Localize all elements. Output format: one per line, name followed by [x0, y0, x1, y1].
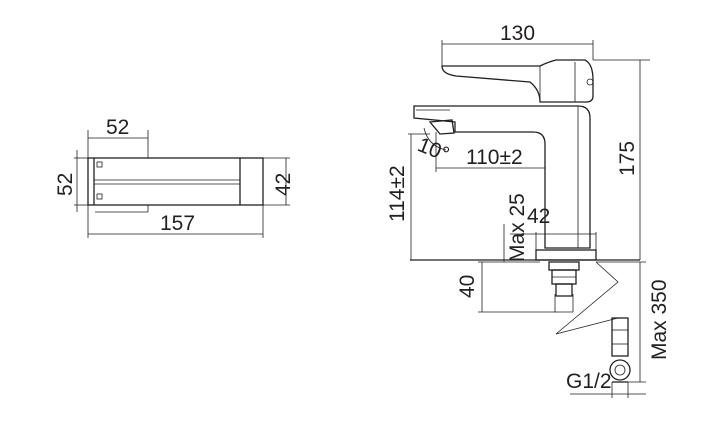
shank-length-dimension: 40: [456, 275, 479, 298]
hose-nut: [609, 359, 631, 381]
side-view: 130 175 10° 110±2 114±2 Max 25 42 40: [386, 22, 671, 398]
faucet-body: [413, 105, 591, 249]
spout-reach-dimension: 110±2: [466, 146, 523, 169]
top-height-dimension: 42: [272, 173, 295, 196]
top-view: 52 52 157 42: [54, 116, 295, 238]
base-diameter-dimension: 42: [527, 205, 550, 228]
spout-height-dimension: 114±2: [386, 165, 409, 222]
hose-length-dimension: Max 350: [648, 279, 671, 360]
base-ring: [535, 249, 597, 261]
aerator: [428, 119, 455, 135]
handle-lever: [441, 59, 594, 103]
deck-thickness-dimension: Max 25: [506, 193, 529, 262]
spout-angle-dimension: 10°: [414, 133, 452, 166]
handle-width-dimension: 130: [500, 22, 535, 45]
top-width-dimension: 52: [54, 173, 77, 196]
thread-size-dimension: G1/2: [566, 370, 612, 393]
top-length-dimension: 157: [160, 212, 195, 235]
hose: [555, 261, 619, 335]
top-view-body: [87, 157, 264, 206]
top-depth-dimension: 52: [106, 116, 129, 139]
total-height-dimension: 175: [616, 141, 639, 176]
